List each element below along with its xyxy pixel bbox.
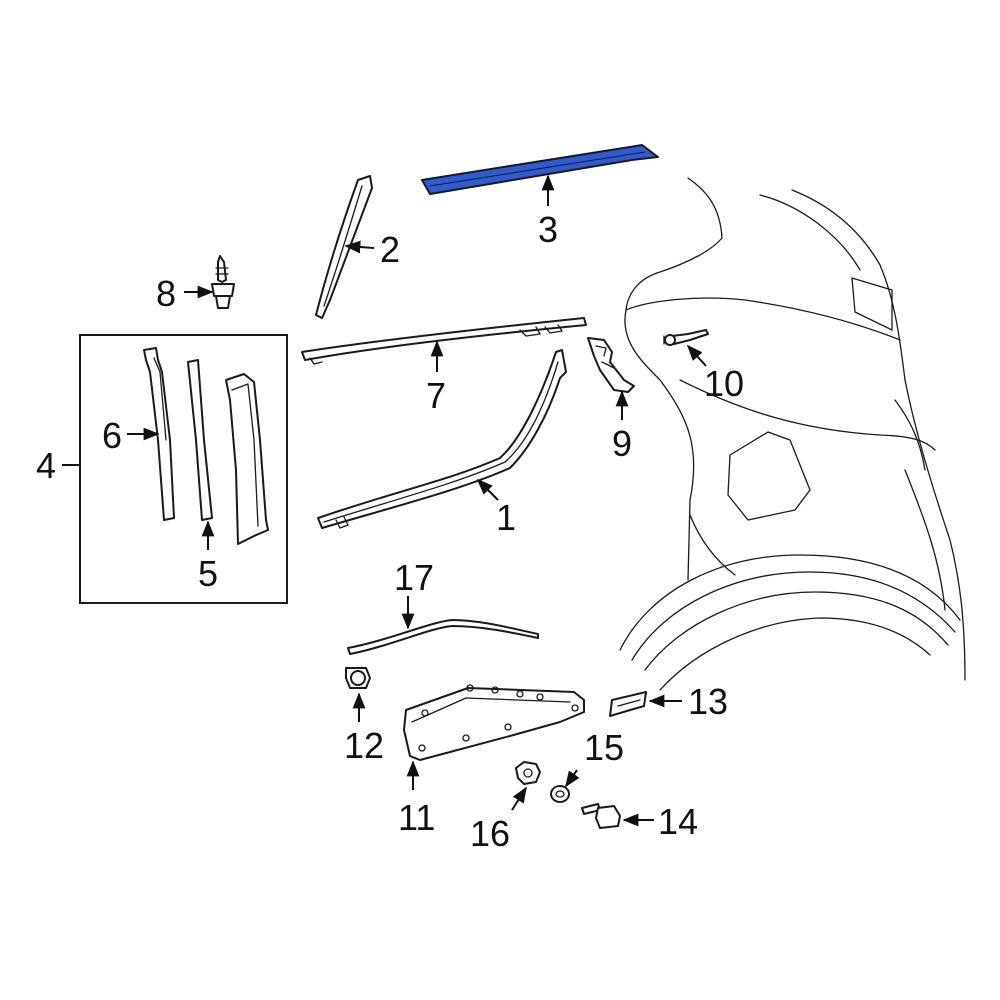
callout-16[interactable]: 16 — [470, 813, 510, 854]
callout-13[interactable]: 13 — [688, 681, 728, 722]
callout-15[interactable]: 15 — [584, 727, 624, 768]
part-10-clip[interactable] — [663, 329, 709, 346]
part-9-bracket[interactable] — [587, 337, 635, 393]
part-8-clip[interactable] — [211, 255, 235, 309]
part-12-push-clip[interactable] — [345, 667, 371, 689]
callout-7[interactable]: 7 — [426, 375, 446, 416]
part-2-pillar-garnish[interactable] — [315, 175, 373, 319]
callout-4[interactable]: 4 — [36, 445, 56, 486]
callout-12[interactable]: 12 — [344, 725, 384, 766]
part-14-clip[interactable] — [581, 803, 621, 829]
part-3-roof-molding[interactable] — [421, 144, 659, 195]
part-13-pad[interactable] — [609, 691, 647, 717]
callout-14[interactable]: 14 — [658, 801, 698, 842]
callout-1[interactable]: 1 — [496, 497, 516, 538]
callout-5[interactable]: 5 — [198, 553, 218, 594]
part-17-molding[interactable] — [347, 619, 539, 655]
callout-2[interactable]: 2 — [380, 229, 400, 270]
part-15-washer[interactable] — [550, 785, 570, 803]
part-4-garnish[interactable] — [225, 373, 269, 545]
callout-10[interactable]: 10 — [704, 363, 744, 404]
callout-arrows — [62, 174, 707, 827]
part-5-strip[interactable] — [187, 359, 213, 521]
callout-3[interactable]: 3 — [538, 209, 558, 250]
callout-6[interactable]: 6 — [102, 415, 122, 456]
callout-8[interactable]: 8 — [156, 273, 176, 314]
part-group-4-box — [79, 334, 288, 604]
callout-labels: 1 2 3 4 5 6 7 8 9 10 11 12 13 14 15 16 1… — [36, 209, 744, 854]
part-11-cover[interactable] — [403, 684, 585, 761]
part-16-nut[interactable] — [515, 761, 541, 785]
part-7-belt-molding[interactable] — [301, 317, 587, 365]
callout-17[interactable]: 17 — [394, 557, 434, 598]
part-1-window-molding[interactable] — [317, 349, 567, 529]
callout-9[interactable]: 9 — [612, 423, 632, 464]
callout-11[interactable]: 11 — [398, 797, 435, 838]
vehicle-body-outline — [619, 177, 966, 691]
